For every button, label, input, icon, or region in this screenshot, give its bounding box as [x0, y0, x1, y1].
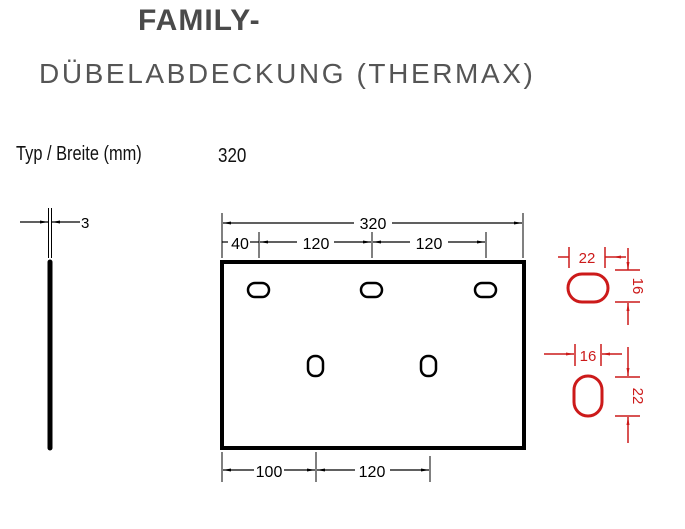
- dim-label: 120: [416, 236, 443, 253]
- front-view: 320 40 120 120 100 120: [220, 213, 526, 482]
- detail-vertical-slot: 16 22: [544, 344, 646, 443]
- title-line-2: DÜBELABDECKUNG (THERMAX): [39, 58, 536, 89]
- slot-vertical: [306, 354, 325, 378]
- thickness-label: 3: [81, 215, 89, 232]
- title-line-1: FAMILY-: [138, 4, 261, 37]
- panel-outline: [220, 260, 526, 450]
- slot-horizontal: [246, 281, 271, 299]
- slot-width-label: 16: [580, 348, 597, 365]
- slot-width-label: 22: [579, 250, 596, 267]
- dim-label: 40: [231, 236, 249, 253]
- dim-label: 120: [303, 236, 330, 253]
- spec-value: 320: [218, 145, 247, 167]
- slot-horizontal: [359, 281, 384, 299]
- slot-horizontal: [473, 281, 498, 299]
- dim-label: 100: [256, 464, 283, 481]
- side-view: 3: [20, 208, 89, 451]
- spec-label: Typ / Breite (mm): [16, 143, 142, 165]
- dim-label: 120: [359, 464, 386, 481]
- slot-height-label: 16: [629, 278, 646, 295]
- slot-height-label: 22: [629, 388, 646, 405]
- slot-vertical: [419, 354, 438, 378]
- overall-width-label: 320: [360, 216, 387, 233]
- detail-horizontal-slot: 22 16: [558, 247, 646, 325]
